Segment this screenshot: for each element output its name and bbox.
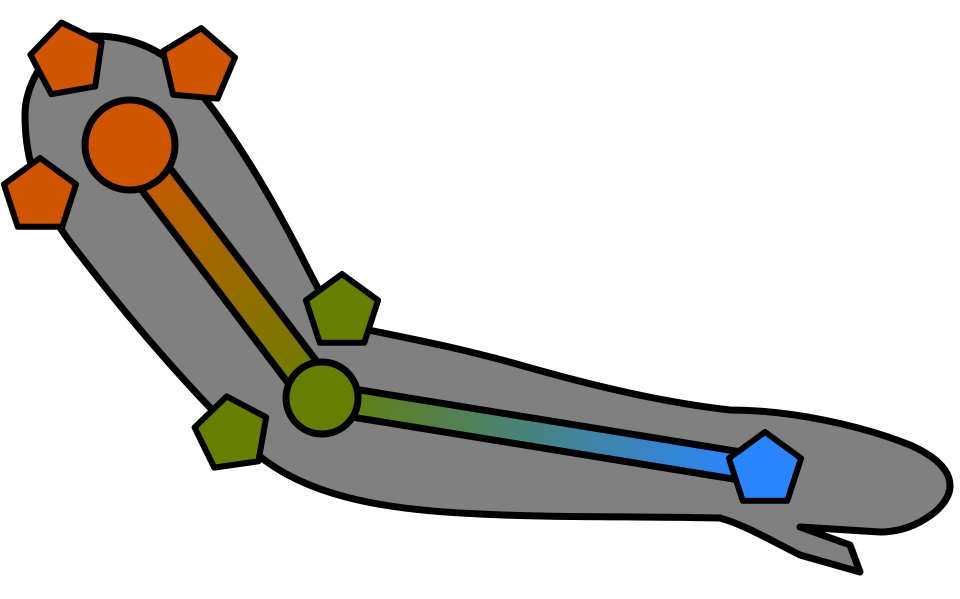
elbow-marker-1[interactable] bbox=[302, 271, 382, 346]
shoulder-marker-1[interactable] bbox=[27, 19, 105, 98]
elbow-joint[interactable] bbox=[282, 358, 362, 438]
shoulder-marker-3[interactable] bbox=[0, 155, 80, 230]
elbow-marker-2[interactable] bbox=[191, 393, 270, 471]
wrist-marker[interactable] bbox=[725, 429, 805, 504]
shoulder-joint[interactable] bbox=[81, 96, 179, 194]
shoulder-marker-2[interactable] bbox=[160, 25, 238, 102]
